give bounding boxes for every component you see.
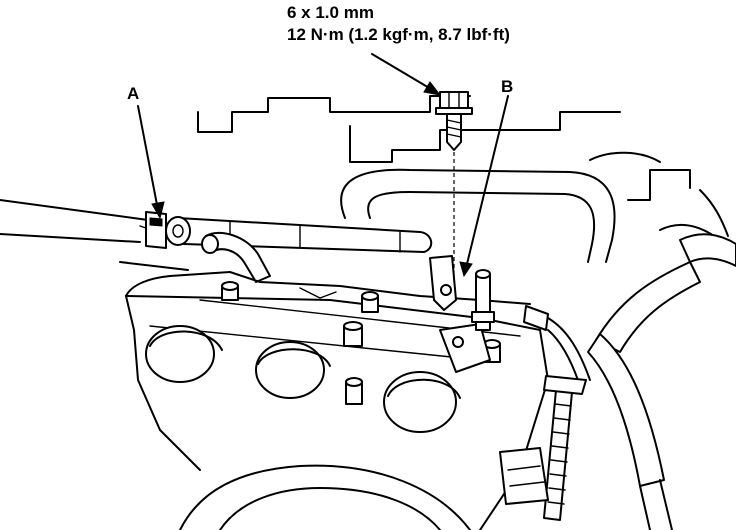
callout-a: A: [127, 84, 140, 103]
quick-connector: [139, 211, 167, 249]
intake-ports: [145, 325, 461, 433]
manifold-studs: [221, 281, 501, 405]
lower-connector: [499, 447, 549, 505]
bolt: [435, 91, 473, 284]
corrugated-harness: [543, 375, 587, 521]
right-hoses: [587, 233, 736, 530]
lower-structure: [179, 464, 471, 530]
bolt-size-label: 6 x 1.0 mm: [287, 3, 374, 22]
torque-spec-label: 12 N·m (1.2 kgf·m, 8.7 lbf·ft): [287, 25, 510, 44]
engine-cover-outline: [197, 95, 729, 241]
left-harness-lines: [0, 199, 189, 271]
callout-b: B: [501, 77, 514, 96]
callout-leaders: [137, 53, 509, 278]
harness-connector: [523, 305, 591, 387]
vacuum-tube: [201, 231, 271, 283]
bracket-b: [429, 255, 495, 373]
